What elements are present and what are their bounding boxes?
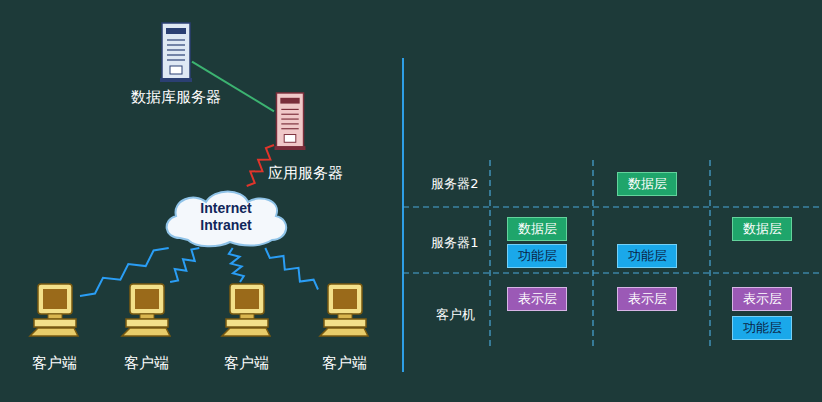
client-node: 客户端 — [318, 282, 370, 338]
divider-line — [402, 58, 404, 372]
network-link — [265, 248, 318, 290]
server-node: 应用服务器 — [274, 92, 306, 150]
layer-box: 数据层 — [617, 172, 677, 196]
client-icon — [318, 282, 370, 338]
client-icon — [220, 282, 272, 338]
server-icon — [274, 92, 306, 150]
node-label: 客户端 — [224, 354, 269, 373]
row-divider — [403, 272, 822, 273]
layer-label: 数据层 — [743, 220, 782, 238]
row-label: 服务器1 — [431, 234, 478, 252]
layer-box: 功能层 — [617, 244, 677, 268]
cloud-text: Internet Intranet — [186, 200, 266, 234]
client-icon — [120, 282, 172, 338]
layer-label: 表示层 — [743, 290, 782, 308]
layer-label: 功能层 — [743, 319, 782, 337]
layer-label: 数据层 — [518, 220, 557, 238]
server-icon — [160, 22, 192, 82]
layer-box: 功能层 — [732, 316, 792, 340]
layer-label: 表示层 — [628, 290, 667, 308]
client-node: 客户端 — [220, 282, 272, 338]
column-divider — [709, 160, 710, 348]
cloud-node: Internet Intranet — [160, 186, 292, 248]
column-divider — [489, 160, 490, 348]
layer-box: 数据层 — [507, 217, 567, 241]
layer-box: 表示层 — [507, 287, 567, 311]
column-divider — [592, 160, 593, 348]
row-divider — [403, 206, 822, 207]
network-link — [170, 248, 199, 282]
node-label: 数据库服务器 — [131, 88, 221, 107]
layer-label: 功能层 — [628, 247, 667, 265]
layer-label: 功能层 — [518, 247, 557, 265]
row-label: 服务器2 — [431, 175, 478, 193]
client-node: 客户端 — [28, 282, 80, 338]
layer-label: 表示层 — [518, 290, 557, 308]
layer-box: 数据层 — [732, 217, 792, 241]
layer-box: 表示层 — [617, 287, 677, 311]
node-label: 客户端 — [32, 354, 77, 373]
server-node: 数据库服务器 — [160, 22, 192, 82]
layer-label: 数据层 — [628, 175, 667, 193]
layer-box: 表示层 — [732, 287, 792, 311]
client-node: 客户端 — [120, 282, 172, 338]
layer-box: 功能层 — [507, 244, 567, 268]
row-label: 客户机 — [436, 306, 475, 324]
node-label: 应用服务器 — [268, 164, 343, 183]
client-icon — [28, 282, 80, 338]
network-link — [229, 248, 244, 282]
node-label: 客户端 — [124, 354, 169, 373]
node-label: 客户端 — [322, 354, 367, 373]
